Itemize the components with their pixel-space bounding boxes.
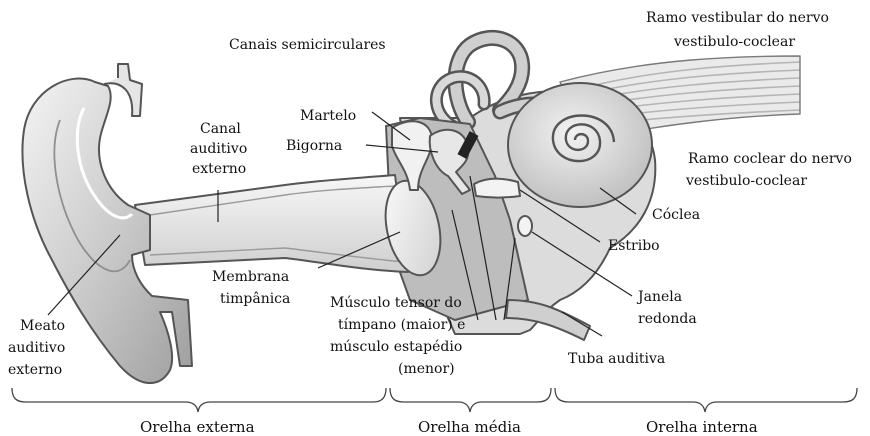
label-meato-2: auditivo [8, 340, 65, 356]
label-meato-1: Meato [20, 318, 65, 334]
label-musculo-2: tímpano (maior) e [338, 317, 465, 333]
region-label-externa: Orelha externa [140, 418, 255, 436]
label-janela-1: Janela [636, 289, 682, 305]
label-martelo: Martelo [300, 108, 356, 124]
label-ramo-vestibular-1: Ramo vestibular do nervo [646, 10, 829, 26]
label-janela-2: redonda [638, 311, 697, 327]
label-ramo-coclear-1: Ramo coclear do nervo [688, 151, 852, 167]
label-tuba: Tuba auditiva [568, 351, 665, 367]
label-estribo: Estribo [608, 238, 660, 254]
label-musculo-4: (menor) [398, 361, 455, 377]
label-ramo-vestibular-2: vestibulo-coclear [673, 34, 795, 50]
region-label-interna: Orelha interna [646, 418, 758, 436]
label-canal-1: Canal [200, 121, 241, 137]
label-meato-3: externo [8, 362, 62, 378]
region-brackets [12, 388, 857, 412]
label-canais: Canais semicirculares [229, 37, 386, 53]
label-membrana-2: timpânica [220, 291, 290, 307]
label-musculo-3: músculo estapédio [330, 339, 462, 355]
label-canal-3: externo [192, 161, 246, 177]
label-membrana-1: Membrana [212, 269, 289, 285]
bracket-interna [555, 388, 857, 412]
label-canal-2: auditivo [190, 141, 247, 157]
cochlea-shell [508, 83, 652, 207]
region-label-media: Orelha média [418, 418, 521, 436]
label-musculo-1: Músculo tensor do [330, 295, 462, 311]
stapes [474, 179, 520, 198]
region-labels: Orelha externa Orelha média Orelha inter… [140, 418, 758, 436]
round-window [518, 216, 532, 236]
label-coclea: Cóclea [652, 207, 700, 223]
label-ramo-coclear-2: vestibulo-coclear [685, 173, 807, 189]
bracket-externa [12, 388, 386, 412]
bracket-media [390, 388, 551, 412]
label-bigorna: Bigorna [286, 138, 342, 154]
